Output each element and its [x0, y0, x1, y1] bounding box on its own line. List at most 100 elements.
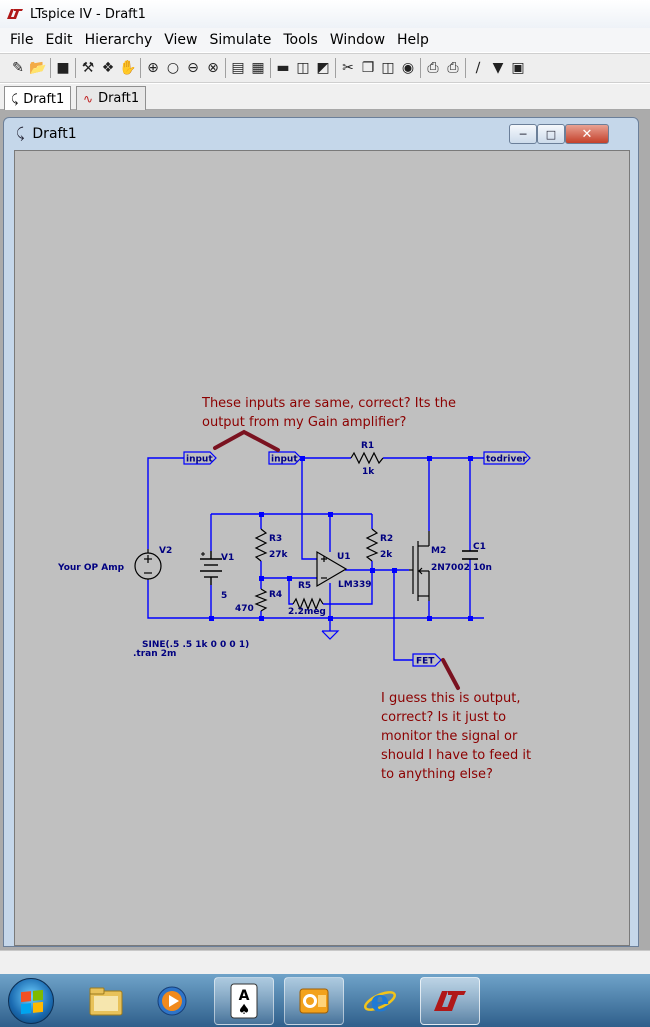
open-icon[interactable]: 📂 — [29, 60, 47, 76]
new-schematic-icon[interactable]: ✎ — [12, 60, 24, 76]
solitaire-taskbar-button[interactable]: A ♠ — [214, 977, 274, 1025]
zoom-out-icon[interactable]: ⊖ — [187, 60, 199, 76]
menu-tools[interactable]: Tools — [283, 32, 318, 48]
net-label-input-1[interactable]: input — [183, 451, 217, 465]
resistor-r3[interactable] — [254, 528, 268, 562]
menu-view[interactable]: View — [164, 32, 198, 48]
resistor-r4[interactable] — [254, 588, 268, 612]
tab-draft1-waveform[interactable]: ∿ Draft1 — [76, 86, 147, 110]
cut-icon[interactable]: ✂ — [342, 60, 354, 76]
net-label-text: input — [186, 455, 213, 465]
r5-value: 2.2meg — [288, 607, 326, 617]
media-player-icon — [157, 986, 187, 1016]
m2-name: M2 — [431, 546, 446, 556]
copy-icon[interactable]: ❐ — [361, 60, 375, 76]
net-label-input-2[interactable]: input — [268, 451, 302, 465]
save-icon[interactable]: ■ — [56, 60, 70, 76]
find-icon[interactable]: ◉ — [401, 60, 415, 76]
print-setup-icon[interactable]: ⎙ — [427, 60, 439, 76]
close-icon: ✕ — [581, 126, 593, 142]
capacitor-c1[interactable] — [462, 550, 478, 560]
status-bar — [0, 950, 650, 974]
menu-simulate[interactable]: Simulate — [209, 32, 272, 48]
tab-draft1-schematic[interactable]: ⤹ Draft1 — [4, 86, 72, 111]
close-button[interactable]: ✕ — [565, 124, 609, 144]
junction-nodes — [209, 456, 473, 621]
u1-name: U1 — [337, 552, 351, 562]
menu-window[interactable]: Window — [329, 32, 386, 48]
node — [328, 512, 333, 517]
voltage-source-v2[interactable] — [134, 549, 162, 580]
menu-edit[interactable]: Edit — [45, 32, 73, 48]
toolbar-separator — [140, 58, 141, 78]
tab-label: Draft1 — [23, 91, 65, 107]
toolbar-separator — [75, 58, 76, 78]
toolbar-separator — [225, 58, 226, 78]
minimize-button[interactable]: ─ — [509, 124, 537, 144]
annotation-bottom-line-1: I guess this is output, — [381, 691, 521, 706]
ground-place-icon[interactable]: ▼ — [492, 60, 504, 76]
battery-v1[interactable] — [200, 551, 222, 585]
node — [468, 616, 473, 621]
label-net-icon[interactable]: ▣ — [511, 60, 525, 76]
net-label-text: FET — [416, 657, 435, 667]
annotation-bottom-line-5: to anything else? — [381, 767, 493, 782]
net-label-fet[interactable]: FET — [412, 653, 442, 667]
run-icon[interactable]: ❖ — [101, 60, 115, 76]
resistor-r5[interactable] — [292, 597, 324, 611]
restore-button[interactable]: □ — [537, 124, 565, 144]
opamp-u1[interactable] — [316, 550, 348, 588]
annotation-marks — [213, 429, 460, 690]
zoom-full-icon[interactable]: ○ — [166, 60, 180, 76]
annotation-bottom-line-3: monitor the signal or — [381, 729, 518, 744]
v2-label: Your OP Amp — [57, 563, 125, 573]
ltspice-taskbar-button[interactable] — [420, 977, 480, 1025]
r3-value: 27k — [269, 550, 289, 560]
menu-file[interactable]: File — [10, 32, 34, 48]
r5-name: R5 — [298, 581, 311, 591]
annotation-top-line-2: output from my Gain amplifier? — [202, 415, 406, 430]
child-window-title-bar[interactable]: ⤹ Draft1 — [4, 118, 638, 150]
tile-icon[interactable]: ▤ — [231, 60, 245, 76]
resistor-r2[interactable] — [365, 528, 379, 562]
annotation-bottom-line-2: correct? Is it just to — [381, 710, 506, 725]
internet-explorer-taskbar-button[interactable]: e — [350, 977, 410, 1025]
v2-name: V2 — [159, 546, 172, 556]
control-panel-icon[interactable]: ⚒ — [81, 60, 95, 76]
child-window: ⤹ Draft1 ─ □ ✕ — [3, 117, 639, 947]
ground-symbol[interactable] — [321, 630, 340, 640]
resistor-r1[interactable] — [350, 451, 384, 465]
mosfet-m2[interactable] — [409, 531, 430, 601]
menu-help[interactable]: Help — [397, 32, 429, 48]
v1-name: V1 — [221, 553, 234, 563]
minimize-icon: ─ — [519, 127, 527, 141]
cascade-icon[interactable]: ▦ — [251, 60, 265, 76]
cancel-zoom-icon[interactable]: ⊗ — [207, 60, 219, 76]
wire-icon[interactable]: ▬ — [276, 60, 290, 76]
pan-icon[interactable]: ✋ — [119, 60, 137, 76]
toolbar-separator — [270, 58, 271, 78]
r2-value: 2k — [380, 550, 393, 560]
net-label-text: input — [271, 455, 298, 465]
net-label-todriver[interactable]: todriver — [483, 451, 531, 465]
label-icon[interactable]: ◩ — [316, 60, 330, 76]
media-player-taskbar-button[interactable] — [142, 977, 202, 1025]
taskbar: A ♠ e — [0, 974, 650, 1027]
zoom-in-icon[interactable]: ⊕ — [147, 60, 159, 76]
outlook-taskbar-button[interactable] — [284, 977, 344, 1025]
net-label-text: todriver — [486, 455, 527, 465]
toolbar-separator — [50, 58, 51, 78]
v1-value: 5 — [221, 591, 227, 601]
schematic-canvas[interactable]: input input todriver FET R1 1k — [14, 150, 630, 946]
paste-icon[interactable]: ◫ — [381, 60, 395, 76]
toolbar: ✎ 📂 ■ ⚒ ❖ ✋ ⊕ ○ ⊖ ⊗ ▤ ▦ ▬ ◫ ◩ ✂ ❐ ◫ ◉ ⎙ … — [0, 53, 650, 83]
start-button[interactable] — [8, 978, 54, 1024]
explorer-taskbar-button[interactable] — [76, 977, 136, 1025]
svg-text:A: A — [239, 988, 250, 1004]
draw-wire-icon[interactable]: ∕ — [475, 60, 481, 76]
ground-icon[interactable]: ◫ — [296, 60, 310, 76]
print-icon[interactable]: ⎙ — [447, 60, 459, 76]
annotation-bottom-line-4: should I have to feed it — [381, 748, 531, 763]
node — [328, 616, 333, 621]
menu-hierarchy[interactable]: Hierarchy — [84, 32, 153, 48]
